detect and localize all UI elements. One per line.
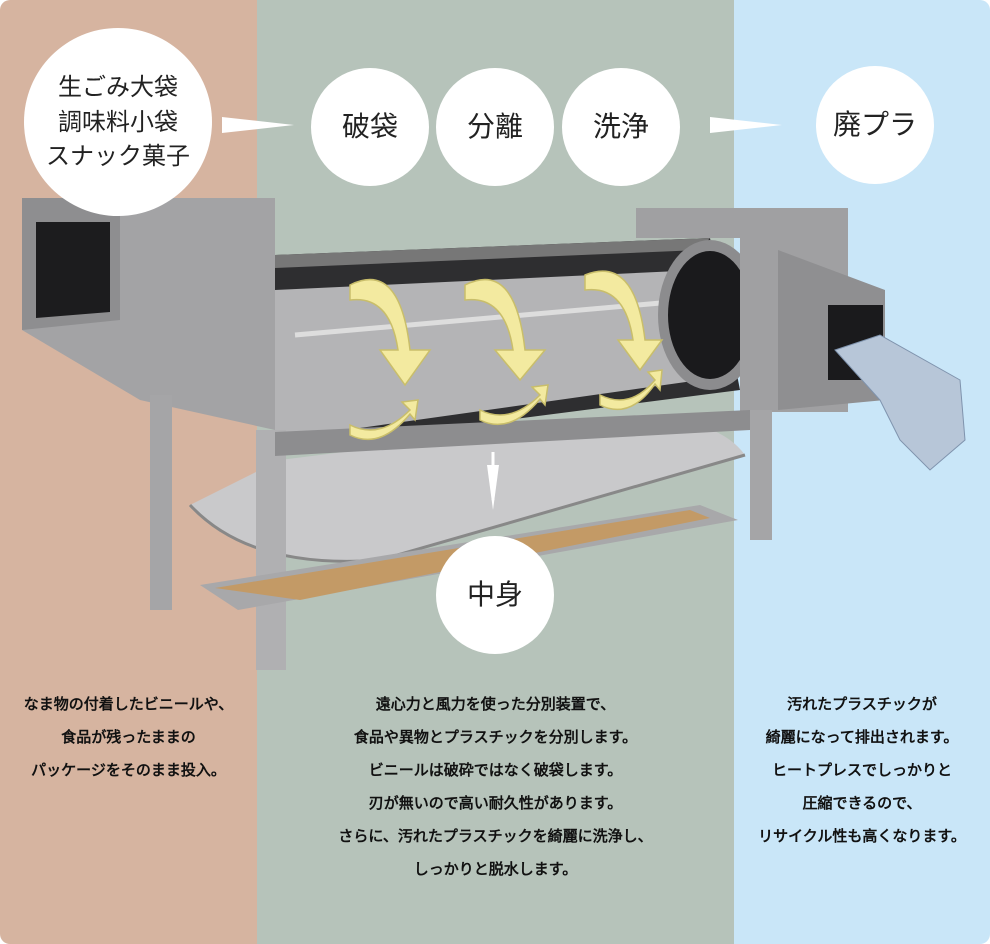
desc-line: リサイクル性も高くなります。 [758,827,966,845]
desc-line: なま物の付着したビニールや、 [23,695,234,713]
rotation-arrows [349,270,664,441]
contents-bubble: 中身 [436,536,554,654]
desc-line: ビニールは破砕ではなく破袋します。 [368,761,623,779]
desc-line: 食品が残ったままの [61,728,196,746]
desc-line: 圧縮できるので、 [802,794,922,812]
step-washing: 洗浄 [562,68,680,186]
step-tear-bags: 破袋 [311,68,429,186]
step-separation: 分離 [436,68,554,186]
desc-line: 刃が無いので高い耐久性があります。 [368,794,623,812]
output-description: 汚れたプラスチックが 綺麗になって排出されます。 ヒートプレスでしっかりと 圧縮… [734,688,990,853]
output-bubble: 廃プラ [816,66,934,184]
desc-line: 綺麗になって排出されます。 [765,728,959,746]
input-item: スナック菓子 [46,142,190,171]
input-item: 調味料小袋 [58,107,178,136]
desc-line: 食品や異物とプラスチックを分別します。 [353,728,638,746]
desc-line: さらに、汚れたプラスチックを綺麗に洗浄し、 [338,827,653,845]
desc-line: ヒートプレスでしっかりと [771,761,952,779]
desc-line: 汚れたプラスチックが [787,695,937,713]
flow-arrow-icon [222,117,294,133]
desc-line: パッケージをそのまま投入。 [31,761,226,779]
input-item: 生ごみ大袋 [58,72,178,101]
flow-arrow-icon [710,117,782,133]
desc-line: しっかりと脱水します。 [413,860,578,878]
input-bubble: 生ごみ大袋 調味料小袋 スナック菓子 [24,28,212,216]
input-description: なま物の付着したビニールや、 食品が残ったままの パッケージをそのまま投入。 [0,688,257,787]
process-description: 遠心力と風力を使った分別装置で、 食品や異物とプラスチックを分別します。 ビニー… [257,688,734,886]
desc-line: 遠心力と風力を使った分別装置で、 [375,695,616,713]
